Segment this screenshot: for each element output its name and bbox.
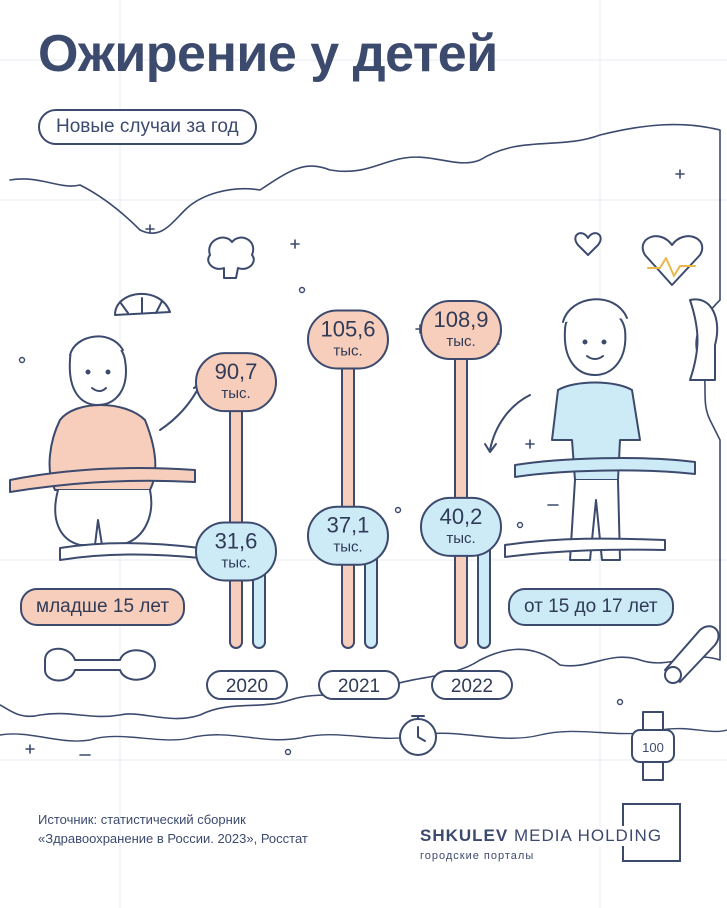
value-bubble-old-2022 xyxy=(420,496,502,557)
flexed-arm-icon xyxy=(689,298,719,381)
value-bubble-young-2021 xyxy=(307,309,389,370)
year-pill-2021 xyxy=(318,670,400,700)
unit-label: тыс. xyxy=(446,333,475,350)
map-coast-south xyxy=(0,727,727,742)
legend-young: младше 15 лет xyxy=(20,588,186,626)
source-line-2: «Здравоохранение в России. 2023», Росста… xyxy=(38,831,308,846)
dumbbell-icon xyxy=(44,647,156,682)
value-label: 31,6 xyxy=(215,528,258,553)
unit-label: тыс. xyxy=(446,530,475,547)
measuring-tape-icon xyxy=(9,467,196,493)
value-bubble-old-2020 xyxy=(195,521,277,582)
year-pill-2020 xyxy=(206,670,288,700)
year-label: 2022 xyxy=(451,676,493,697)
page-title: Ожирение у детей xyxy=(38,25,498,83)
source-line-1: Источник: статистический сборник xyxy=(38,812,246,827)
unit-label: тыс. xyxy=(221,554,250,571)
chart-subtitle: Новые случаи за год xyxy=(38,109,257,145)
yoga-mat-icon xyxy=(664,625,720,684)
brand-logo: SHKULEV MEDIA HOLDING xyxy=(420,826,665,846)
step-counter-icon: 100 xyxy=(631,711,675,781)
heart-icon xyxy=(574,232,602,256)
heart-rate-icon xyxy=(641,235,704,286)
year-label: 2020 xyxy=(226,676,268,697)
legend-old: от 15 до 17 лет xyxy=(508,588,674,626)
brand-name-rest: MEDIA HOLDING xyxy=(513,826,663,845)
lemon-icon xyxy=(114,293,171,316)
value-bubble-young-2022 xyxy=(420,300,502,360)
unit-label: тыс. xyxy=(221,385,250,402)
brand-tagline: городские порталы xyxy=(420,850,535,862)
year-pill-2022 xyxy=(431,670,513,700)
year-label: 2021 xyxy=(338,676,380,697)
bar-young-2022 xyxy=(454,335,468,649)
bar-young-2021 xyxy=(341,344,355,649)
value-label: 40,2 xyxy=(440,504,483,529)
value-bubble-young-2020 xyxy=(195,352,277,413)
broccoli-icon xyxy=(207,236,255,279)
svg-text:100: 100 xyxy=(642,740,664,755)
value-bubble-old-2021 xyxy=(307,505,389,566)
value-label: 37,1 xyxy=(327,513,370,538)
unit-label: тыс. xyxy=(333,539,362,556)
stopwatch-icon xyxy=(399,715,437,756)
value-label: 105,6 xyxy=(320,316,375,341)
value-label: 90,7 xyxy=(215,359,258,384)
unit-label: тыс. xyxy=(333,342,362,359)
source-note: Источник: статистический сборник «Здраво… xyxy=(38,810,308,848)
bar-young-2020 xyxy=(229,387,243,649)
brand-name-bold: SHKULEV xyxy=(420,826,509,845)
value-label: 108,9 xyxy=(433,307,488,332)
